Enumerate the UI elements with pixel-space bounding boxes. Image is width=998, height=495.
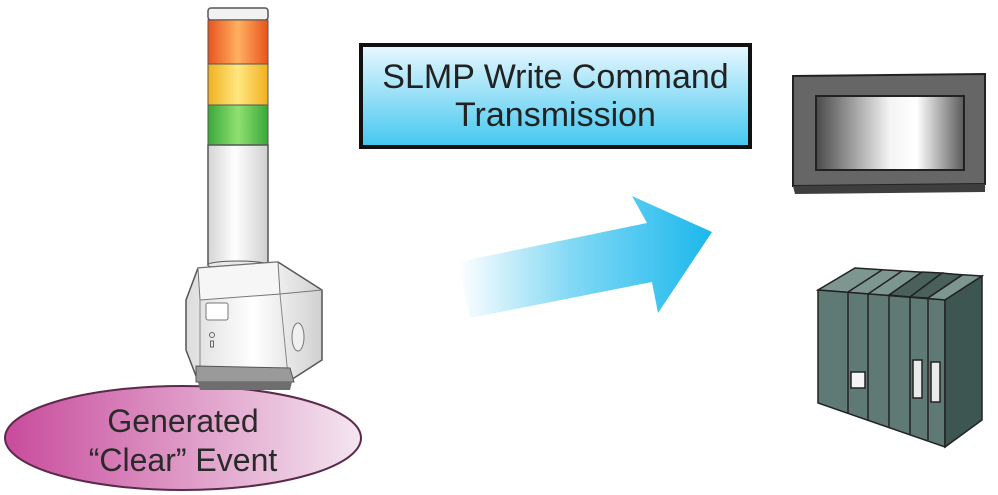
event-line-2: “Clear” Event [88, 442, 278, 478]
event-ellipse [4, 385, 362, 491]
transmission-arrow-icon [458, 196, 712, 318]
tower-column [207, 144, 269, 266]
event-label: Generated “Clear” Event [60, 396, 306, 486]
signal-tower-icon [185, 7, 323, 390]
lamp-green [207, 104, 269, 146]
plc-rack-icon [815, 267, 985, 449]
command-line-2: Transmission [455, 96, 656, 134]
lamp-red [207, 19, 269, 65]
event-line-1: Generated [107, 403, 259, 439]
command-box: SLMP Write Command Transmission [359, 43, 752, 149]
hmi-panel-icon [792, 72, 986, 194]
command-line-1: SLMP Write Command [382, 58, 729, 96]
lamp-yellow [207, 63, 269, 106]
hmi-screen [815, 95, 965, 171]
